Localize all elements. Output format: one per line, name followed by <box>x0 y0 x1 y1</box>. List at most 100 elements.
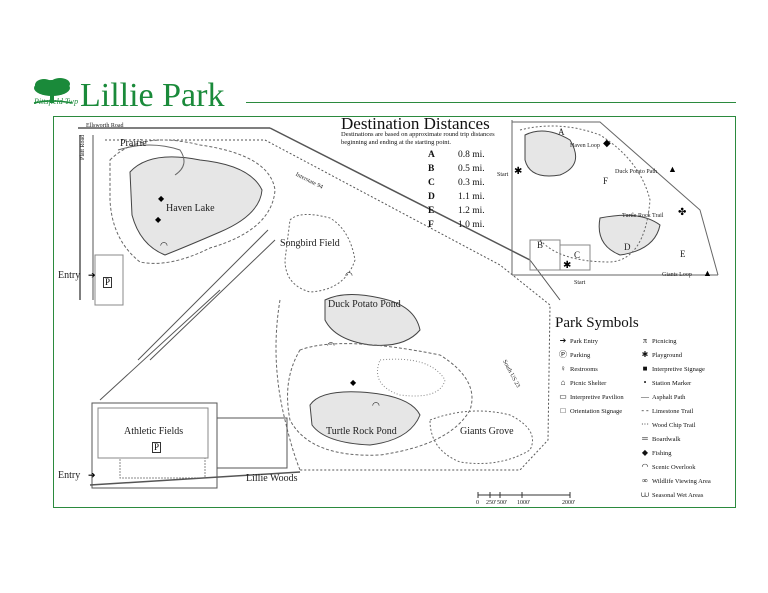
pavilion-icon: ▭ <box>559 392 567 401</box>
parking-icon: P <box>152 442 162 453</box>
map-frame <box>53 116 736 508</box>
scale-tick: 250' <box>486 500 497 506</box>
symbol-item: •Station Marker <box>638 378 692 388</box>
inset-letter-c: C <box>574 250 581 260</box>
haven-lake <box>129 156 263 256</box>
playground-icon: ✱ <box>641 350 649 359</box>
title-rule <box>246 102 736 103</box>
picnic-table-icon: π <box>642 336 648 345</box>
symbol-item: ✱Playground <box>638 351 682 360</box>
duck-icon: ▲ <box>668 164 677 174</box>
turtle-rock-pond <box>309 391 421 446</box>
parking-icon: Ⓟ <box>559 350 567 359</box>
prairie-label: Prairie <box>120 138 147 149</box>
symbol-item: —Asphalt Path <box>638 393 685 402</box>
symbol-item: ∞Wildlife Viewing Area <box>638 477 711 486</box>
scale-tick: 2000' <box>562 500 576 506</box>
symbol-item: ═Boardwalk <box>638 434 680 444</box>
start-label: Start <box>574 280 586 286</box>
dotted-line-icon: ··· <box>641 420 649 429</box>
symbol-item: ···Wood Chip Trail <box>638 421 696 430</box>
overlook-icon: ◠ <box>327 340 335 350</box>
destinations-description: Destinations are based on approximate ro… <box>341 131 495 146</box>
dot-icon: • <box>643 378 647 387</box>
page-title: Lillie Park <box>80 77 225 114</box>
haven-loop-label: Haven Loop <box>570 143 600 149</box>
entry-arrow-icon: ➔ <box>88 270 96 280</box>
arrow-right-icon: ➔ <box>559 336 567 345</box>
entry-bottom-label: Entry <box>58 470 81 481</box>
inset-letter-f: F <box>603 176 609 186</box>
athletic-fields-label: Athletic Fields <box>124 426 184 437</box>
turtle-trail-label: Turtle Rock Trail <box>622 213 664 219</box>
duck-path-label: Duck Potato Path <box>615 169 657 175</box>
start-star-icon: ✱ <box>514 166 523 177</box>
dash-line-icon: - - <box>641 406 649 415</box>
fish-icon: ◆ <box>603 138 611 149</box>
symbol-item: - -Limestone Trail <box>638 407 693 416</box>
symbol-item: □Orientation Signage <box>556 406 623 416</box>
binoculars-icon: ∞ <box>642 476 648 485</box>
scale-tick: 1000' <box>517 500 531 506</box>
scale-tick: 0 <box>476 500 479 506</box>
entry-top-label: Entry <box>58 270 81 281</box>
overlook-icon: ◠ <box>160 240 168 250</box>
inset-letter-e: E <box>680 249 686 259</box>
fish-icon: ◆ <box>641 448 649 457</box>
parking-icon: P <box>103 277 113 288</box>
symbol-item: ⌂Picnic Shelter <box>556 378 607 388</box>
picnic-shelter-icon: ⌂ <box>560 378 566 387</box>
orientation-sign-icon: □ <box>560 406 566 415</box>
destinations-title: Destination Distances <box>341 114 490 133</box>
scale-tick: 500' <box>497 500 508 506</box>
turtle-icon: ✤ <box>678 207 687 218</box>
solid-line-icon: — <box>641 392 649 401</box>
square-icon: ■ <box>642 364 648 373</box>
symbol-item: ♀Restrooms <box>556 365 598 374</box>
duck-potato-label: Duck Potato Pond <box>328 299 401 310</box>
symbol-item: ■Interpretive Signage <box>638 365 705 374</box>
inset-letter-b: B <box>537 240 544 250</box>
start-star-icon: ✱ <box>563 260 572 271</box>
symbol-item: ➔Park Entry <box>556 337 598 346</box>
fish-icon: ◆ <box>350 378 357 387</box>
haven-lake-label: Haven Lake <box>166 203 215 214</box>
lillie-woods-label: Lillie Woods <box>246 473 298 484</box>
overlook-icon: ◠ <box>641 462 649 471</box>
giant-icon: ▲ <box>703 268 712 278</box>
logo-text: Pittsfield Twp <box>34 97 79 106</box>
restroom-icon: ♀ <box>560 364 566 373</box>
symbol-item: ◆Fishing <box>638 449 672 458</box>
overlook-icon: ◠ <box>345 270 353 280</box>
symbol-item: ◠Scenic Overlook <box>638 463 696 472</box>
symbol-item: ▭Interpretive Pavilion <box>556 392 623 402</box>
songbird-field-label: Songbird Field <box>280 238 340 249</box>
boardwalk-icon: ═ <box>642 434 648 443</box>
giants-grove-label: Giants Grove <box>460 426 514 437</box>
inset-letter-a: A <box>558 127 565 137</box>
entry-arrow-icon: ➔ <box>88 470 96 480</box>
duck-potato-pond <box>324 294 421 346</box>
giants-loop-label: Giants Loop <box>662 272 692 278</box>
ellsworth-road-label: Ellsworth Road <box>86 123 124 129</box>
overlook-icon: ◠ <box>372 400 380 410</box>
start-label: Start <box>497 172 509 178</box>
turtle-rock-label: Turtle Rock Pond <box>326 426 397 437</box>
fish-icon: ◆ <box>158 194 165 203</box>
wetland-icon: ⩊ <box>640 490 650 499</box>
inset-letter-d: D <box>624 242 631 252</box>
fish-icon: ◆ <box>155 215 162 224</box>
symbol-item: ⩊Seasonal Wet Areas <box>638 491 703 500</box>
symbols-title: Park Symbols <box>555 315 639 331</box>
